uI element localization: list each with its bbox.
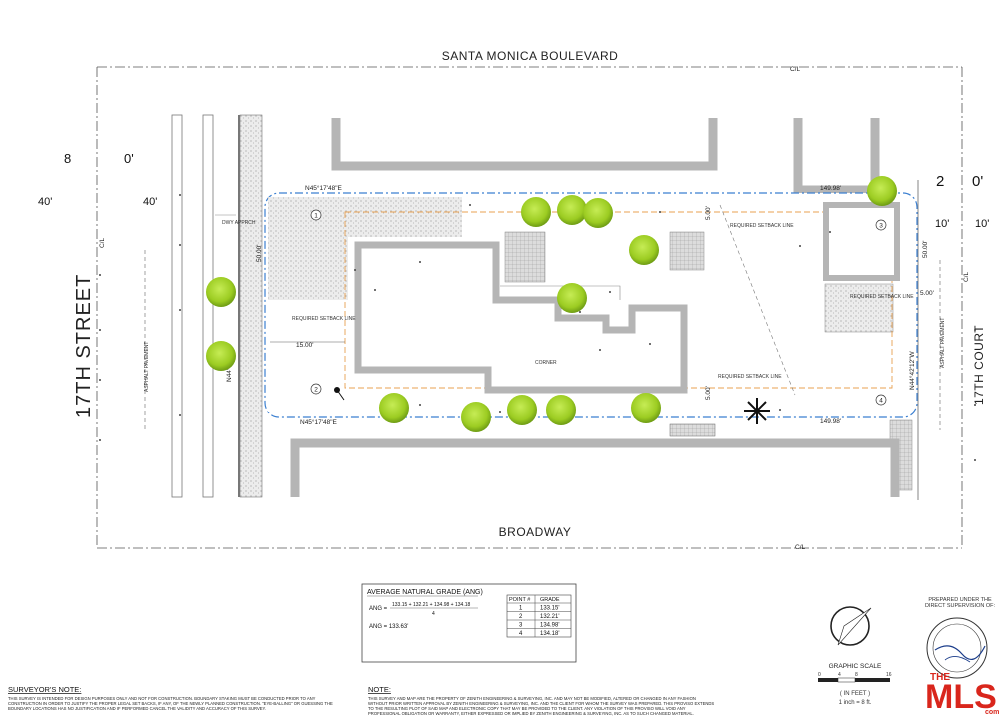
- ang-formula-denominator: 4: [432, 611, 435, 617]
- table-header-grade: GRADE: [540, 597, 560, 603]
- ang-result: ANG = 133.63': [369, 624, 408, 630]
- table-cell: 3: [519, 623, 523, 629]
- adjacent-buildings: [290, 118, 900, 497]
- spot-elevations: [99, 194, 976, 461]
- svg-text:16: 16: [886, 672, 892, 678]
- svg-text:2: 2: [314, 387, 318, 394]
- svg-text:SURVEYOR'S NOTE:: SURVEYOR'S NOTE:: [8, 685, 81, 694]
- point-marker-1: 1: [310, 209, 322, 221]
- dim-south-length: 149.98': [820, 418, 841, 425]
- centerline-label-north: C/L: [790, 66, 801, 73]
- dim-west-80-left: 8: [64, 151, 71, 166]
- dim-west-40-b: 40': [143, 196, 157, 208]
- svg-text:1: 1: [314, 213, 318, 220]
- asphalt-label-east: ASPHALT PAVEMENT: [940, 318, 946, 368]
- street-name-north: SANTA MONICA BOULEVARD: [442, 49, 619, 63]
- corner-label: CORNER: [535, 360, 557, 366]
- dim-east-length: 50.00': [922, 240, 929, 258]
- setback-label-west: REQUIRED SETBACK LINE: [292, 316, 356, 322]
- centerline-label-south: C/L: [795, 544, 806, 551]
- ang-box: AVERAGE NATURAL GRADE (ANG) ANG = 133.15…: [361, 583, 577, 663]
- dim-east-20-left: 2: [936, 173, 944, 190]
- prepared-line-2: DIRECT SUPERVISION OF:: [925, 603, 996, 609]
- point-marker-3: 3: [875, 219, 887, 231]
- svg-text:MLS: MLS: [925, 678, 997, 716]
- table-cell: 2: [519, 614, 523, 620]
- street-name-south: BROADWAY: [499, 525, 572, 539]
- mls-logo: THE MLS com: [925, 672, 999, 716]
- dim-setback-15: 15.00': [296, 342, 314, 349]
- centerline-frame: [96, 66, 963, 549]
- dim-west-80-right: 0': [124, 151, 134, 166]
- table-cell: 4: [519, 631, 523, 637]
- setback-label-north: REQUIRED SETBACK LINE: [730, 223, 794, 229]
- dim-west-length: 50.00': [256, 244, 263, 262]
- bearing-south: N45°17'48"E: [300, 418, 338, 426]
- graphic-scale-title: GRAPHIC SCALE: [829, 663, 882, 670]
- svg-text:TO THE RESULTING PLOT OF SAID: TO THE RESULTING PLOT OF SAID MAP AND EL…: [368, 706, 686, 711]
- centerline-label-west: C/L: [99, 238, 106, 249]
- svg-text:WITHOUT PRIOR WRITTEN APPROVAL: WITHOUT PRIOR WRITTEN APPROVAL BY ZENITH…: [368, 701, 714, 706]
- table-cell: 133.15': [540, 606, 560, 612]
- property-note: NOTE: THIS SURVEY AND MAP ARE THE PROPER…: [368, 685, 714, 716]
- svg-text:PROFESSIONAL OBLIGATION OR WAR: PROFESSIONAL OBLIGATION OR WARRANTY, EIT…: [368, 711, 694, 716]
- point-marker-4: 4: [875, 394, 887, 406]
- property-lot: [264, 192, 918, 437]
- dim-setback-5-east: 5.00': [920, 290, 934, 297]
- dim-east-10-a: 10': [935, 218, 949, 230]
- table-cell: 134.98': [540, 623, 560, 629]
- west-street-lines: [144, 114, 263, 498]
- dim-north-length: 149.98': [820, 185, 841, 192]
- svg-text:4: 4: [879, 398, 883, 405]
- svg-text:NOTE:: NOTE:: [368, 685, 391, 694]
- table-cell: 134.18': [540, 631, 560, 637]
- utility-pole-icon: [334, 387, 345, 401]
- prepared-line-1: PREPARED UNDER THE: [928, 597, 992, 603]
- trees: [206, 176, 897, 432]
- setback-label-east: REQUIRED SETBACK LINE: [850, 294, 914, 300]
- point-marker-2: 2: [310, 383, 322, 395]
- surveyor-note: SURVEYOR'S NOTE: THIS SURVEY IS INTENDED…: [8, 685, 333, 711]
- centerline-label-east: C/L: [963, 272, 970, 283]
- palm-tree-icon: [744, 398, 770, 424]
- driveway-approach-label: DWY APPRCH: [222, 220, 256, 226]
- ang-formula-label: ANG =: [369, 606, 388, 612]
- bearing-north: N45°17'48"E: [305, 184, 343, 192]
- graphic-scale: GRAPHIC SCALE 0 4 8 16 ( IN FEET ) 1 inc…: [818, 663, 892, 706]
- north-arrow-icon: [830, 606, 872, 646]
- dim-west-40-a: 40': [38, 196, 52, 208]
- svg-text:0: 0: [818, 672, 821, 678]
- street-name-east: 17TH COURT: [972, 325, 986, 405]
- svg-text:THIS SURVEY IS INTENDED FOR DE: THIS SURVEY IS INTENDED FOR DESIGN PURPO…: [8, 696, 316, 701]
- table-header-point: POINT #: [509, 597, 531, 603]
- graphic-scale-ratio: 1 inch = 8 ft.: [839, 700, 872, 706]
- table-cell: 1: [519, 606, 523, 612]
- dim-east-20-right: 0': [972, 173, 983, 190]
- graphic-scale-unit: ( IN FEET ): [840, 691, 870, 697]
- svg-text:3: 3: [879, 223, 883, 230]
- asphalt-label-west: ASPHALT PAVEMENT: [144, 342, 150, 392]
- ang-formula-numerator: 133.15 + 132.21 + 134.98 + 134.18: [392, 602, 470, 608]
- ang-title: AVERAGE NATURAL GRADE (ANG): [367, 589, 483, 596]
- bearing-east: N44°42'12"W: [908, 350, 916, 390]
- svg-text:BOUNDARY LOCATIONS HAS NO JUST: BOUNDARY LOCATIONS HAS NO JUSTIFICATION …: [8, 706, 266, 711]
- table-cell: 132.21': [540, 614, 560, 620]
- svg-text:4: 4: [838, 672, 841, 678]
- svg-text:CONSTRUCTION IN ORDER TO JUSTI: CONSTRUCTION IN ORDER TO JUSTIFY THE PRO…: [8, 701, 333, 706]
- svg-text:com: com: [985, 709, 999, 716]
- dim-setback-5-south: 5.00': [705, 386, 712, 400]
- dim-east-10-b: 10': [975, 218, 989, 230]
- setback-label-south: REQUIRED SETBACK LINE: [718, 374, 782, 380]
- svg-text:8: 8: [855, 672, 858, 678]
- svg-text:THE: THE: [930, 672, 950, 683]
- surveyor-seal: [926, 617, 988, 679]
- svg-text:THIS SURVEY AND MAP ARE THE PR: THIS SURVEY AND MAP ARE THE PROPERTY OF …: [368, 696, 696, 701]
- street-name-west: 17TH STREET: [73, 274, 95, 418]
- dim-setback-5-north: 5.00': [705, 206, 712, 220]
